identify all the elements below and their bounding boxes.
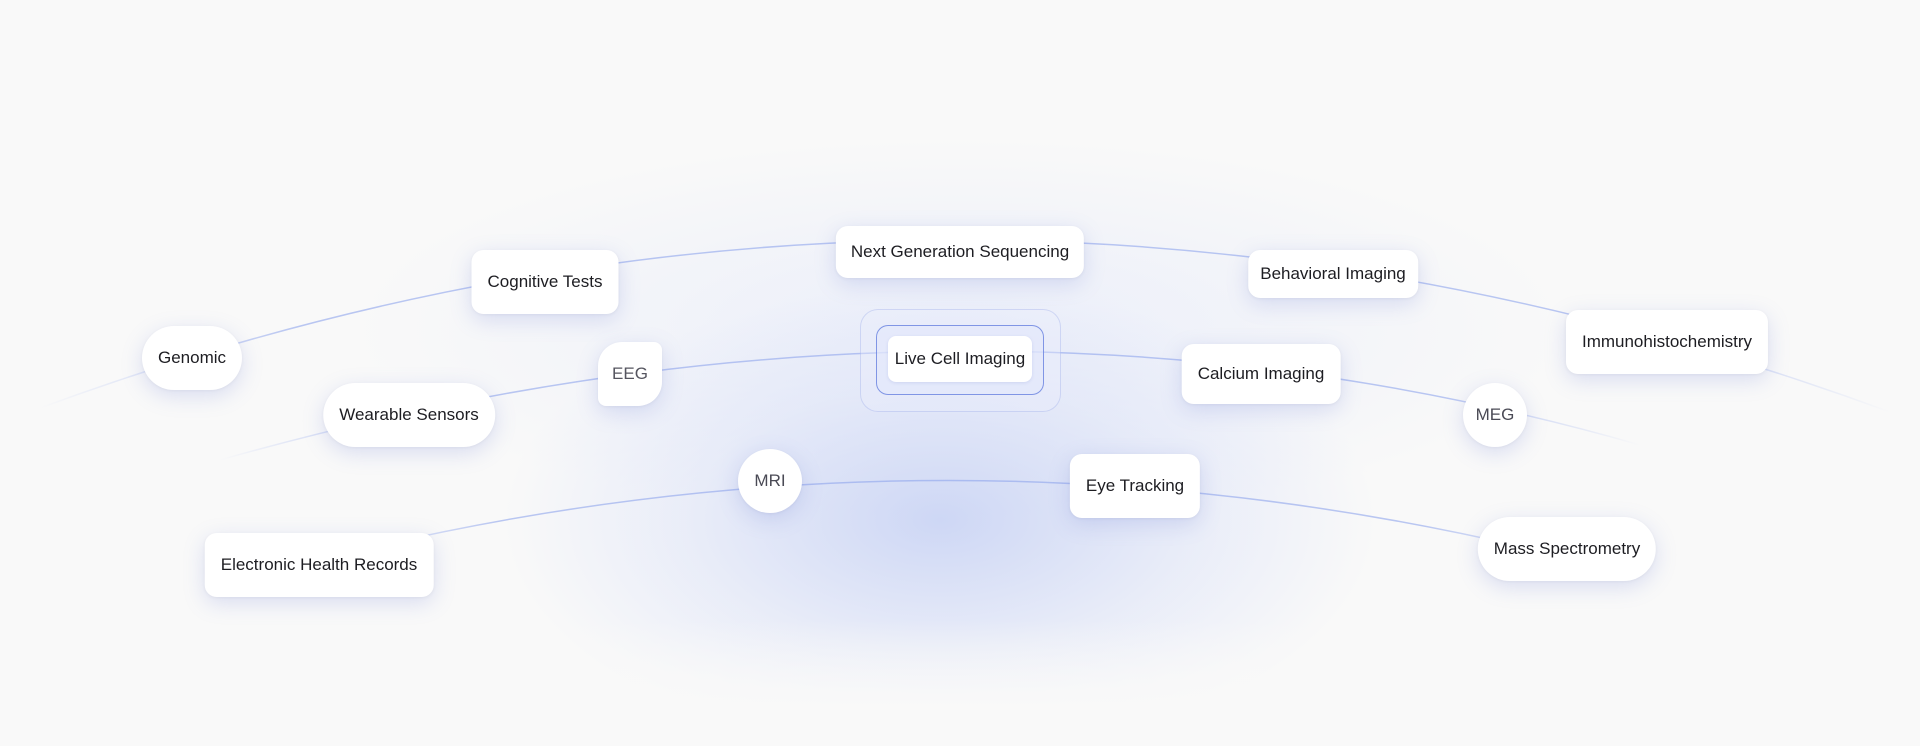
node-meg[interactable]: MEG xyxy=(1463,383,1527,447)
node-electronic-health-records[interactable]: Electronic Health Records xyxy=(204,533,434,597)
node-wearable-sensors[interactable]: Wearable Sensors xyxy=(323,383,495,447)
node-immunohistochemistry[interactable]: Immunohistochemistry xyxy=(1565,310,1769,374)
node-calcium-imaging[interactable]: Calcium Imaging xyxy=(1181,344,1341,404)
node-eye-tracking[interactable]: Eye Tracking xyxy=(1069,454,1201,518)
node-eeg[interactable]: EEG xyxy=(598,342,662,406)
node-behavioral-imaging[interactable]: Behavioral Imaging xyxy=(1248,250,1418,298)
arc-inner xyxy=(319,479,1601,567)
center-node-live-cell-imaging[interactable]: Live Cell Imaging xyxy=(888,336,1032,382)
node-mri[interactable]: MRI xyxy=(738,449,802,513)
node-mass-spectrometry[interactable]: Mass Spectrometry xyxy=(1477,517,1657,581)
node-cognitive-tests[interactable]: Cognitive Tests xyxy=(471,250,619,314)
node-next-generation-sequencing[interactable]: Next Generation Sequencing xyxy=(835,226,1085,278)
node-genomic[interactable]: Genomic xyxy=(141,326,243,390)
